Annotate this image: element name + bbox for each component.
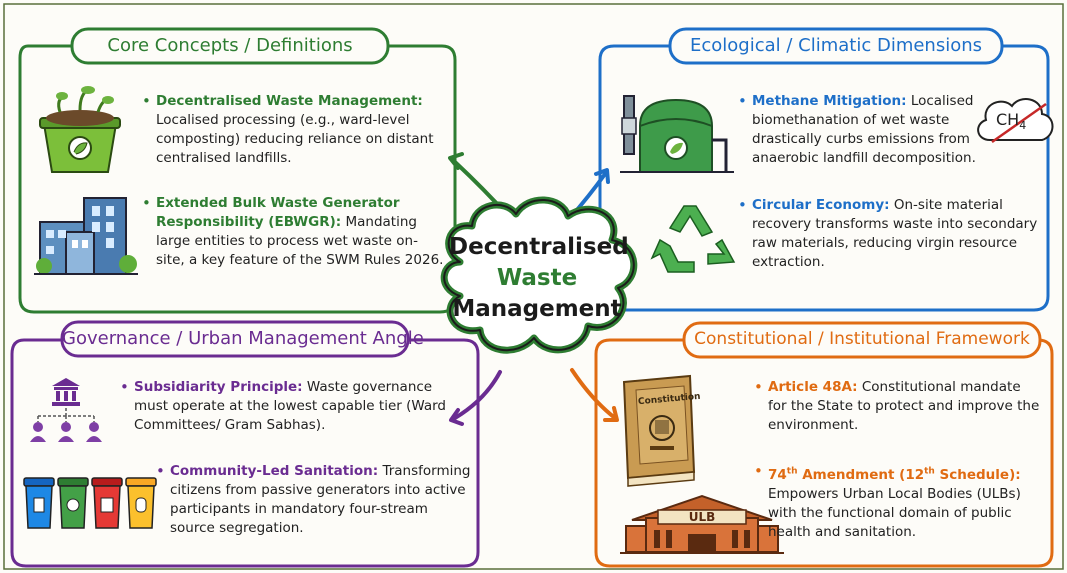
eco-item-2-term: Circular Economy:: [752, 197, 890, 213]
ch4-cloud-icon: [977, 98, 1054, 144]
recycle-icon: [650, 205, 736, 273]
center-cloud: [440, 196, 638, 354]
gov-item-1-term: Subsidiarity Principle:: [134, 379, 303, 395]
const-item-2: • 74th Amendment (12th Schedule): Empowe…: [754, 462, 1040, 542]
buildings-icon: [34, 197, 138, 275]
arrow-to-const: [570, 368, 617, 420]
gov-item-1-text: Waste governance must operate at the low…: [134, 379, 447, 433]
ulb-label: ULB: [688, 510, 716, 524]
const-item-2-text: Empowers Urban Local Bodies (ULBs) with …: [768, 485, 1021, 540]
eco-title-banner: [668, 27, 1004, 65]
arrow-to-gov: [453, 370, 502, 420]
core-box: [18, 44, 457, 314]
outer-frame: [3, 3, 1064, 570]
ch4-main: CH: [996, 110, 1020, 129]
segregation-bins-icon: [23, 477, 157, 529]
bullet-dot: •: [754, 378, 763, 396]
bullet-dot: •: [754, 462, 763, 480]
amend-num: 74: [768, 466, 787, 483]
biogas-plant-icon: [620, 95, 734, 173]
compost-bin-icon: [39, 86, 121, 173]
amend-sup: th: [786, 466, 798, 476]
gov-box: [10, 338, 480, 568]
eco-item-1-term: Methane Mitigation:: [752, 93, 907, 109]
gov-item-1: • Subsidiarity Principle: Waste governan…: [120, 378, 470, 435]
const-section-title: Constitutional / Institutional Framework: [694, 329, 1030, 349]
bullet-dot: •: [142, 194, 151, 212]
eco-item-1-text: Localised biomethanation of wet waste dr…: [752, 93, 976, 166]
bullet-dot: •: [142, 92, 151, 110]
constitution-book-icon: [622, 374, 696, 487]
bullet-dot: •: [120, 378, 129, 396]
gov-item-2-text: Transforming citizens from passive gener…: [170, 463, 471, 536]
amend-end: Schedule):: [934, 466, 1021, 483]
core-item-2: • Extended Bulk Waste Generator Responsi…: [142, 194, 446, 270]
eco-item-2-text: On-site material recovery transforms was…: [752, 197, 1038, 270]
gov-section-title: Governance / Urban Management Angle: [62, 328, 424, 349]
center-line-2: Waste: [496, 265, 578, 291]
eco-section-title: Ecological / Climatic Dimensions: [689, 35, 983, 56]
const-title-banner: [682, 321, 1042, 359]
ch4-label: CH4: [996, 110, 1026, 132]
const-item-1: • Article 48A: Constitutional mandate fo…: [754, 378, 1040, 435]
core-item-2-text: Mandating large entities to process wet …: [156, 214, 444, 268]
gov-item-2: • Community-Led Sanitation: Transforming…: [156, 462, 472, 538]
bullet-dot: •: [738, 196, 747, 214]
core-item-1-term: Decentralised Waste Management:: [156, 93, 423, 109]
bullet-dot: •: [156, 462, 165, 480]
const-item-1-term: Article 48A:: [768, 379, 858, 395]
center-line-3: Management: [452, 296, 622, 322]
gov-title-banner: [60, 320, 410, 358]
hierarchy-icon: [30, 378, 102, 442]
const-box: [594, 338, 1054, 568]
core-item-1: • Decentralised Waste Management: Locali…: [142, 92, 446, 168]
core-item-1-text: Localised processing (e.g., ward-level c…: [156, 112, 434, 166]
center-line-1: Decentralised: [449, 234, 629, 260]
center-title: Decentralised Waste Management: [449, 232, 629, 325]
amend-sup2: th: [924, 466, 935, 476]
eco-box: [598, 44, 1050, 312]
gov-item-2-term: Community-Led Sanitation:: [170, 463, 379, 479]
amend-rest: Amendment (12: [797, 466, 925, 483]
core-item-2-term: Extended Bulk Waste Generator Responsibi…: [156, 195, 400, 230]
core-section-title: Core Concepts / Definitions: [107, 35, 353, 56]
const-item-2-term: 74th Amendment (12th Schedule):: [768, 466, 1021, 483]
bullet-dot: •: [738, 92, 747, 110]
core-title-banner: [70, 27, 390, 65]
eco-item-2: • Circular Economy: On-site material rec…: [738, 196, 1038, 272]
eco-item-1: • Methane Mitigation: Localised biometha…: [738, 92, 984, 168]
const-item-1-text: Constitutional mandate for the State to …: [768, 379, 1040, 433]
ulb-building-icon: [620, 494, 784, 554]
ch4-sub: 4: [1019, 119, 1027, 133]
